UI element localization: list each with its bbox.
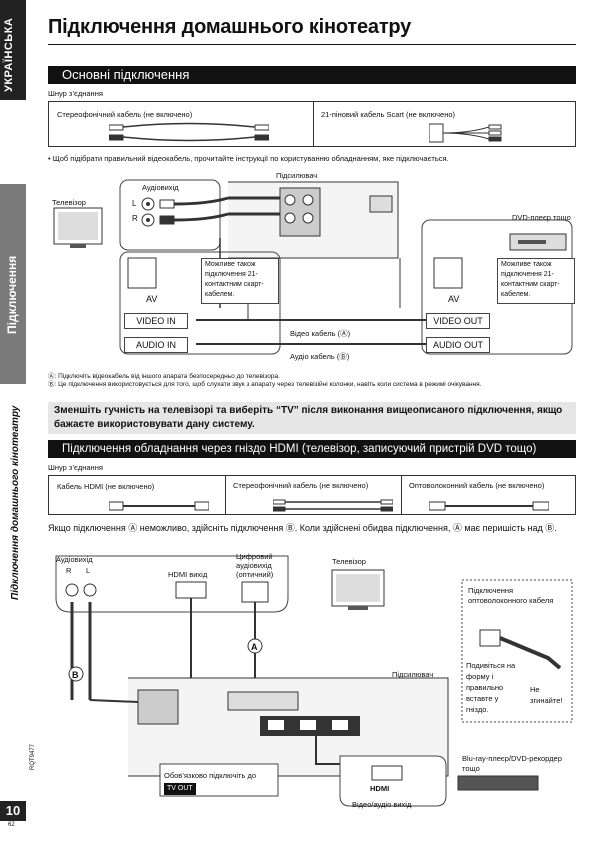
optic-title: Підключення оптоволоконного кабеля xyxy=(468,586,554,605)
av-label-right: AV xyxy=(448,294,460,304)
amp-label-2: Підсилювач xyxy=(392,670,434,679)
section-hdmi-header: Підключення обладнання через гніздо HDMI… xyxy=(48,440,576,458)
dvd-label: DVD-плеєр тощо xyxy=(512,213,571,222)
hdmi-port-label: HDMI xyxy=(370,784,390,793)
stereo-cable-icon xyxy=(109,122,269,142)
video-out-box: VIDEO OUT xyxy=(426,313,490,329)
circle-b: B xyxy=(72,670,79,680)
document-code: RQT9477 xyxy=(30,743,36,770)
tv-out-badge: TV OUT xyxy=(164,783,196,795)
av-label-left: AV xyxy=(146,294,158,304)
tv-label-2: Телевізор xyxy=(332,557,366,566)
hdmi-connection-diagram xyxy=(55,555,573,807)
hdmi-cable-icon xyxy=(109,501,209,511)
circle-a: A xyxy=(251,642,258,652)
audio-in-box: AUDIO IN xyxy=(124,337,188,353)
right-channel-label-2: R xyxy=(66,566,72,575)
section-tab-label: Підключення xyxy=(5,255,19,334)
volume-note: Зменшіть гучність на телевізорі та вибер… xyxy=(48,402,576,434)
digital-out-label: Цифровий аудіовихід (оптичний) xyxy=(236,552,274,579)
bluray-label: Blu-ray-плеєр/DVD-рекордер тощо xyxy=(462,754,562,773)
language-tab: УКРАЇНСЬКА xyxy=(0,0,26,100)
must-connect-text: Обов’язково підключіть до xyxy=(164,771,256,780)
left-channel-label: L xyxy=(132,199,137,208)
video-in-box: VIDEO IN xyxy=(124,313,188,329)
side-chapter-label: Підключення домашнього кінотеатру xyxy=(10,405,21,600)
hdmi-out-label: HDMI вихід xyxy=(168,570,208,579)
stereo-cable-label: Стереофонічний кабель (не включено) xyxy=(57,110,193,119)
basic-connection-diagram xyxy=(53,179,573,355)
title-divider xyxy=(48,44,576,45)
cable-table: Стереофонічний кабель (не включено) 21-п… xyxy=(48,101,576,147)
optic-no-bend: Не згинайте! xyxy=(530,685,563,705)
scart-note-right: Можливе також підключення 21-контактним … xyxy=(497,258,575,304)
tv-label: Телевізор xyxy=(52,198,86,207)
amp-label: Підсилювач xyxy=(276,171,318,180)
note-a: Ⓐ: Підключіть відеокабель від іншого апа… xyxy=(48,373,280,380)
scart-cable-label: 21-піновий кабель Scart (не включено) xyxy=(321,110,456,119)
page-sub-number: 62 xyxy=(8,822,15,828)
page-title: Підключення домашнього кінотеатру xyxy=(48,16,412,38)
audio-out-box: AUDIO OUT xyxy=(426,337,490,353)
cord-label: Шнур з’єднання xyxy=(48,89,103,98)
video-cable-label: Відео кабель (Ⓐ) xyxy=(290,328,351,339)
left-channel-label-2: L xyxy=(86,566,91,575)
note-b: Ⓑ: Це підключення використовується для т… xyxy=(48,381,482,388)
must-connect-note: Обов’язково підключіть до TV OUT xyxy=(164,770,276,795)
stereo-cable-icon-2 xyxy=(273,499,393,512)
section-tab: Підключення xyxy=(0,184,26,384)
hdmi-av-label: Відео/аудіо вихід xyxy=(352,800,412,809)
audio-out-label: Аудіовихід xyxy=(142,183,179,192)
optical-cable-icon xyxy=(429,501,549,511)
page-number: 10 xyxy=(0,801,26,821)
cord-label-2: Шнур з’єднання xyxy=(48,463,103,472)
scart-cable-icon xyxy=(429,123,502,143)
audio-cable-label: Аудіо кабель (Ⓑ) xyxy=(290,351,350,362)
language-tab-label: УКРАЇНСЬКА xyxy=(3,17,15,92)
scart-note-left: Можливе також підключення 21-контактним … xyxy=(201,258,279,304)
right-channel-label: R xyxy=(132,214,138,223)
audio-out-label-2: Аудіовихід xyxy=(56,555,93,564)
bullet-note: • Щоб підібрати правильний відеокабель, … xyxy=(48,154,449,163)
cable-table-2: Кабель HDMI (не включено) Стереофонічний… xyxy=(48,475,576,515)
stereo-cable-label-2: Стереофонічний кабель (не включено) xyxy=(233,481,369,490)
priority-paragraph: Якщо підключення Ⓐ неможливо, здійсніть … xyxy=(48,523,557,533)
optic-instructions: Подивіться на форму і правильно вставте … xyxy=(466,661,516,714)
section-basic-header: Основні підключення xyxy=(48,66,576,84)
hdmi-cable-label: Кабель HDMI (не включено) xyxy=(57,482,155,491)
optical-cable-label: Оптоволоконний кабель (не включено) xyxy=(409,481,545,490)
